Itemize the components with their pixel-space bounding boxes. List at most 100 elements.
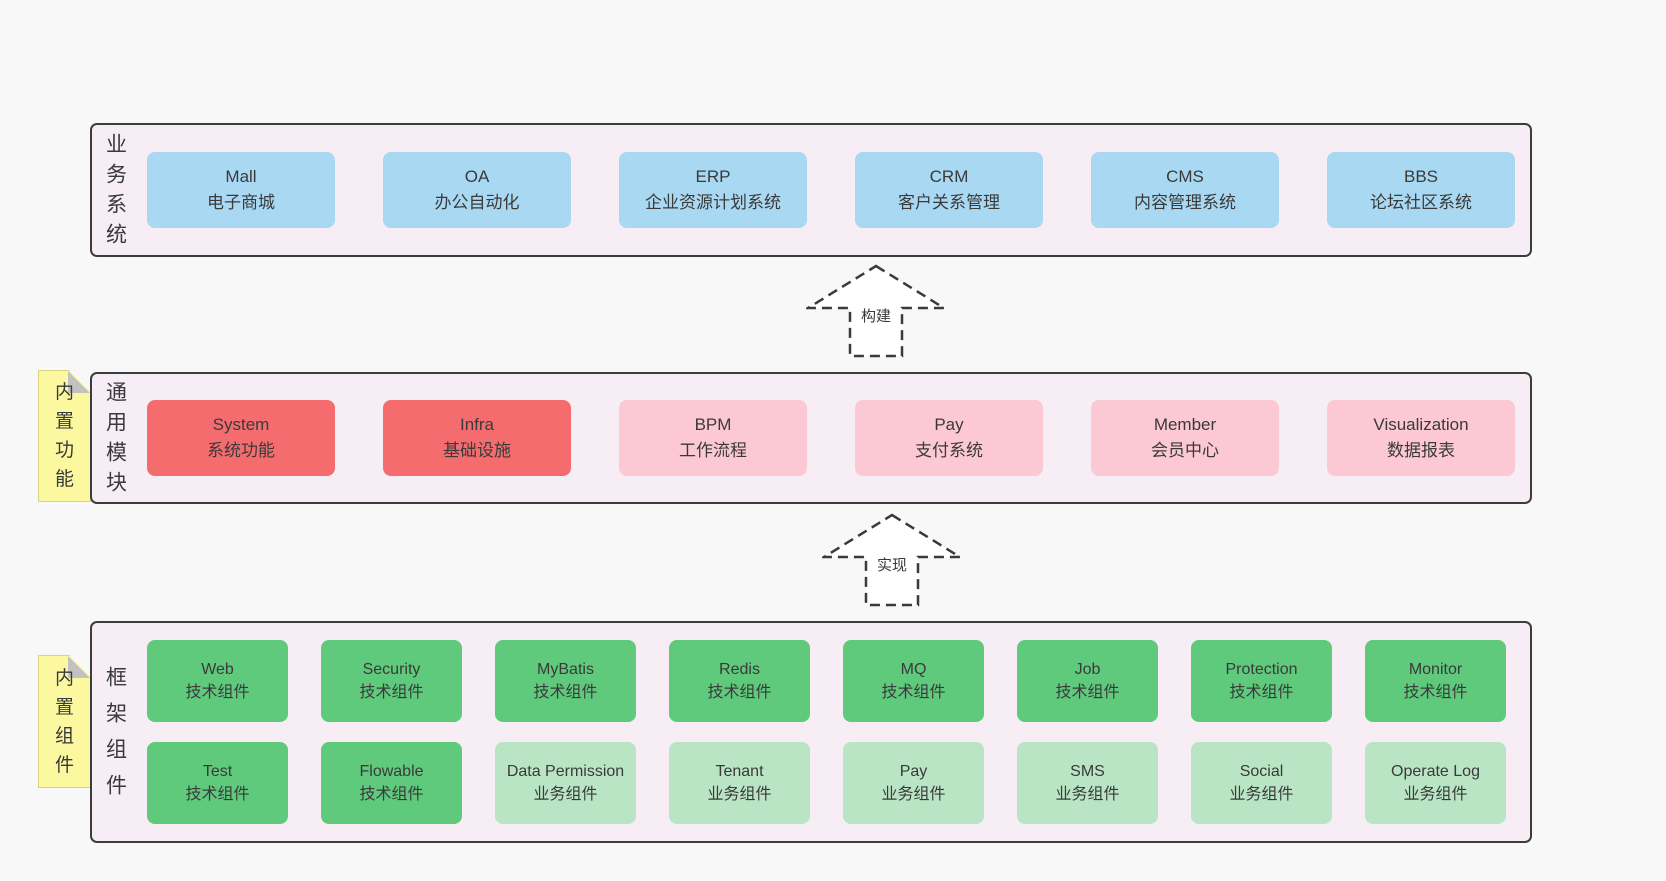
- vertical-label-char: 通: [106, 381, 127, 405]
- box-subtitle-zh: 技术组件: [707, 684, 772, 701]
- box-subtitle-zh: 业务组件: [707, 786, 772, 803]
- box-title-en: BPM: [694, 415, 732, 434]
- box-subtitle-zh: 技术组件: [1229, 684, 1294, 701]
- box-title-en: SMS: [1070, 763, 1105, 780]
- vertical-label-char: 组: [54, 725, 74, 747]
- box-subtitle-zh: 业务组件: [1055, 786, 1120, 803]
- vertical-label-char: 件: [106, 774, 127, 798]
- box-subtitle-zh: 论坛社区系统: [1370, 193, 1472, 212]
- box-title-en: CMS: [1166, 167, 1204, 186]
- box-subtitle-zh: 数据报表: [1387, 441, 1455, 460]
- vertical-label-char: 置: [54, 696, 74, 718]
- vertical-label-char: 件: [54, 754, 74, 776]
- vertical-label-char: 框: [106, 666, 127, 690]
- box-title-en: Visualization: [1373, 415, 1469, 434]
- box-subtitle-zh: 企业资源计划系统: [645, 193, 781, 212]
- box-modules-bpm: BPM 工作流程: [619, 400, 807, 476]
- box-components-tenant: Tenant 业务组件: [669, 742, 810, 824]
- box-title-en: ERP: [695, 167, 731, 186]
- sticky-note-label: 内置功能: [55, 383, 74, 489]
- vertical-label-char: 功: [54, 440, 74, 461]
- box-title-en: Security: [362, 661, 421, 678]
- vertical-label-char: 务: [106, 163, 127, 187]
- box-subtitle-zh: 技术组件: [185, 684, 250, 701]
- box-title-en: Pay: [899, 763, 928, 780]
- vertical-label-char: 架: [106, 702, 127, 726]
- vertical-label-char: 组: [106, 738, 127, 762]
- box-title-en: Mall: [225, 167, 257, 186]
- box-components-flowable: Flowable 技术组件: [321, 742, 462, 824]
- vertical-label-char: 系: [106, 193, 127, 217]
- box-components-pay: Pay 业务组件: [843, 742, 984, 824]
- vertical-label-char: 统: [106, 223, 127, 247]
- box-subtitle-zh: 业务组件: [1229, 786, 1294, 803]
- arrow-implement-label: 实现: [874, 556, 909, 575]
- band-label-framework-components: 框架组件: [106, 668, 127, 797]
- box-subtitle-zh: 会员中心: [1151, 441, 1219, 460]
- box-subtitle-zh: 工作流程: [679, 441, 747, 460]
- vertical-label-char: 置: [54, 411, 74, 432]
- box-title-en: MQ: [900, 661, 927, 678]
- box-title-en: Flowable: [359, 763, 424, 780]
- box-title-en: Infra: [459, 415, 495, 434]
- box-subtitle-zh: 基础设施: [443, 441, 511, 460]
- box-business-bbs: BBS 论坛社区系统: [1327, 152, 1515, 228]
- box-subtitle-zh: 支付系统: [915, 441, 983, 460]
- box-subtitle-zh: 业务组件: [533, 786, 598, 803]
- arrow-build-label: 构建: [858, 307, 893, 326]
- box-components-social: Social 业务组件: [1191, 742, 1332, 824]
- box-title-en: Redis: [719, 661, 760, 678]
- box-subtitle-zh: 业务组件: [881, 786, 946, 803]
- arrow-up-build: 构建: [806, 263, 946, 359]
- box-components-data-permission: Data Permission 业务组件: [495, 742, 636, 824]
- box-subtitle-zh: 办公自动化: [434, 193, 520, 212]
- box-title-en: BBS: [1403, 167, 1439, 186]
- vertical-label-char: 块: [106, 471, 127, 495]
- vertical-label-char: 能: [54, 469, 74, 490]
- box-subtitle-zh: 技术组件: [881, 684, 946, 701]
- box-business-oa: OA 办公自动化: [383, 152, 571, 228]
- box-title-en: Operate Log: [1391, 763, 1480, 780]
- box-title-en: Social: [1239, 763, 1284, 780]
- box-title-en: CRM: [929, 167, 969, 186]
- box-components-job: Job 技术组件: [1017, 640, 1158, 722]
- vertical-label-char: 内: [54, 382, 74, 403]
- box-subtitle-zh: 技术组件: [1055, 684, 1120, 701]
- box-subtitle-zh: 技术组件: [359, 684, 424, 701]
- box-modules-visualization: Visualization 数据报表: [1327, 400, 1515, 476]
- box-components-sms: SMS 业务组件: [1017, 742, 1158, 824]
- band-label-common-modules: 通用模块: [106, 383, 127, 494]
- box-components-test: Test 技术组件: [147, 742, 288, 824]
- box-subtitle-zh: 技术组件: [1403, 684, 1468, 701]
- box-title-en: Test: [202, 763, 233, 780]
- vertical-label-char: 用: [106, 411, 127, 435]
- vertical-label-char: 内: [54, 667, 74, 689]
- box-components-redis: Redis 技术组件: [669, 640, 810, 722]
- box-subtitle-zh: 系统功能: [207, 441, 275, 460]
- box-subtitle-zh: 技术组件: [359, 786, 424, 803]
- box-title-en: Monitor: [1408, 661, 1463, 678]
- sticky-note-builtin-features: 内置功能: [38, 370, 91, 502]
- box-subtitle-zh: 技术组件: [185, 786, 250, 803]
- box-subtitle-zh: 内容管理系统: [1134, 193, 1236, 212]
- box-components-security: Security 技术组件: [321, 640, 462, 722]
- box-title-en: Tenant: [715, 763, 764, 780]
- box-title-en: Member: [1153, 415, 1217, 434]
- box-title-en: Job: [1074, 661, 1101, 678]
- box-title-en: Data Permission: [506, 763, 625, 780]
- box-modules-member: Member 会员中心: [1091, 400, 1279, 476]
- box-title-en: OA: [464, 167, 490, 186]
